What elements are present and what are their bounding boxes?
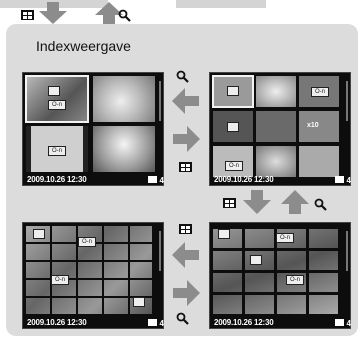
thumbnail[interactable]: O-n	[26, 76, 88, 122]
scrollbar[interactable]	[346, 231, 348, 271]
page-number: 4	[160, 319, 164, 328]
print-reserve-icon	[48, 86, 60, 96]
print-reserve-icon	[33, 229, 45, 239]
screen-9-grid: O-n x10 O-n 2009.10.26 12:30 4	[209, 72, 351, 186]
print-reserve-icon	[218, 229, 230, 239]
scrollbar[interactable]	[159, 231, 161, 271]
thumbnail[interactable]: O-n	[26, 126, 88, 172]
date-time: 2009.10.26 12:30	[214, 175, 274, 184]
thumbnail[interactable]: x10	[299, 111, 339, 142]
page-number: 4	[160, 176, 164, 185]
thumbnail[interactable]	[256, 76, 296, 107]
print-count-badge: x10	[307, 122, 319, 129]
thumbnail[interactable]	[213, 76, 253, 107]
thumbnail[interactable]: O-n	[213, 146, 253, 177]
protect-icon: O-n	[78, 237, 96, 247]
protect-icon: O-n	[276, 233, 294, 243]
thumbnail[interactable]: O-n	[299, 76, 339, 107]
date-time: 2009.10.26 12:30	[27, 175, 87, 184]
index-view-icon	[20, 8, 36, 22]
gray-arrow-up-icon	[280, 190, 310, 214]
print-reserve-icon	[227, 86, 239, 96]
screen-16-grid: O-n O-n 2009.10.26 12:30 4	[209, 222, 351, 329]
zoom-in-icon	[176, 312, 190, 326]
gray-arrow-right-icon	[172, 280, 200, 306]
memory-card-icon	[148, 176, 157, 183]
thumbnail[interactable]	[256, 111, 296, 142]
gray-arrow-right-icon	[172, 126, 200, 152]
page-number: 4	[347, 319, 351, 328]
protect-icon: O-n	[48, 146, 66, 156]
gray-arrow-down-icon	[38, 2, 68, 24]
protect-icon: O-n	[51, 275, 69, 285]
memory-card-icon	[148, 319, 157, 326]
protect-icon: O-n	[48, 100, 66, 110]
top-strip-right	[176, 0, 266, 8]
page-number: 4	[347, 176, 351, 185]
scrollbar[interactable]	[346, 81, 348, 121]
print-reserve-icon	[250, 255, 262, 265]
zoom-in-icon	[176, 70, 190, 84]
print-reserve-icon	[133, 297, 145, 307]
memory-card-icon	[335, 319, 344, 326]
protect-icon: O-n	[225, 161, 243, 171]
gray-arrow-left-icon	[172, 242, 200, 268]
protect-icon: O-n	[286, 275, 304, 285]
screen-4-grid: O-n O-n 2009.10.26 12:30 4	[22, 72, 164, 186]
thumbnail[interactable]	[256, 146, 296, 177]
index-view-icon	[222, 196, 238, 210]
gray-arrow-down-icon	[242, 190, 272, 214]
zoom-in-icon	[314, 198, 328, 212]
thumbnail[interactable]	[93, 126, 155, 172]
index-view-icon	[178, 160, 194, 174]
date-time: 2009.10.26 12:30	[27, 318, 87, 327]
thumbnail[interactable]	[213, 111, 253, 142]
thumbnail[interactable]	[93, 76, 155, 122]
memory-card-icon	[335, 176, 344, 183]
protect-icon: O-n	[311, 87, 329, 97]
page-title: Indexweergave	[36, 38, 131, 54]
print-reserve-icon	[227, 122, 239, 132]
thumbnail[interactable]	[299, 146, 339, 177]
date-time: 2009.10.26 12:30	[214, 318, 274, 327]
zoom-in-icon	[118, 9, 132, 23]
scrollbar[interactable]	[159, 81, 161, 121]
screen-25-grid: O-n O-n 2009.10.26 12:30 4	[22, 222, 164, 329]
gray-arrow-left-icon	[172, 88, 200, 114]
index-view-icon	[178, 222, 194, 236]
